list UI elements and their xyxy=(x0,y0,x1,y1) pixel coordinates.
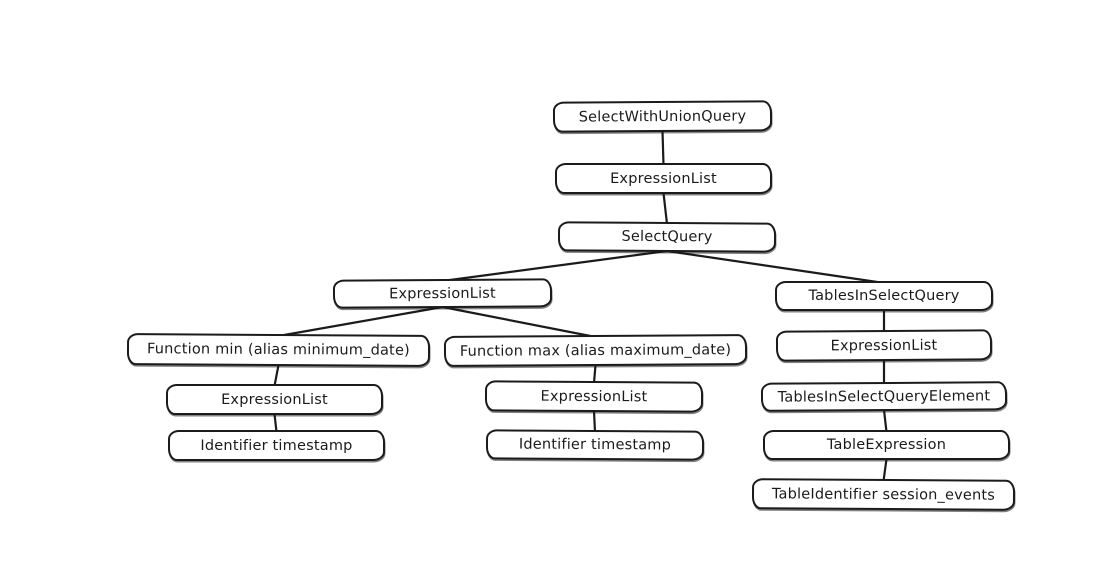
tree-node-label: ExpressionList xyxy=(610,170,717,187)
tree-node-label: SelectQuery xyxy=(621,228,713,246)
tree-node-label: Function max (alias maximum_date) xyxy=(459,341,732,360)
tree-node-n12: TablesInSelectQueryElement xyxy=(760,381,1008,412)
tree-edge-n7-n10 xyxy=(273,412,278,434)
tree-edge-n0-n1 xyxy=(661,129,665,167)
tree-node-label: ExpressionList xyxy=(830,337,938,354)
tree-node-label: Identifier timestamp xyxy=(200,437,353,454)
tree-node-label: Identifier timestamp xyxy=(518,436,672,454)
tree-node-n6: Function max (alias maximum_date) xyxy=(443,334,748,367)
tree-node-n7: ExpressionList xyxy=(166,384,383,415)
tree-edge-n3-n5 xyxy=(277,305,444,338)
tree-node-label: TablesInSelectQuery xyxy=(808,288,960,304)
tree-edge-n13-n14 xyxy=(882,457,888,483)
tree-edge-n2-n3 xyxy=(441,249,669,283)
tree-node-label: ExpressionList xyxy=(221,391,328,408)
tree-node-n5: Function min (alias minimum_date) xyxy=(126,333,431,367)
tree-edge-n5-n7 xyxy=(273,363,280,388)
tree-node-n2: SelectQuery xyxy=(557,221,777,253)
tree-node-label: ExpressionList xyxy=(389,285,496,302)
tree-node-n1: ExpressionList xyxy=(555,163,772,194)
tree-node-label: TableExpression xyxy=(826,437,947,453)
tree-node-n11: Identifier timestamp xyxy=(485,429,705,461)
tree-node-label: SelectWithUnionQuery xyxy=(578,107,747,126)
tree-node-n13: TableExpression xyxy=(763,430,1010,460)
tree-node-n10: Identifier timestamp xyxy=(168,430,385,461)
tree-node-label: TablesInSelectQueryElement xyxy=(777,387,991,406)
tree-node-label: Function min (alias minimum_date) xyxy=(147,341,410,359)
tree-node-n3: ExpressionList xyxy=(332,278,553,309)
tree-node-n14: TableIdentifier session_events xyxy=(751,478,1016,511)
tree-edge-n3-n6 xyxy=(441,305,597,339)
tree-edge-n8-n11 xyxy=(592,409,597,434)
tree-node-n0: SelectWithUnionQuery xyxy=(552,100,773,133)
tree-edge-n6-n8 xyxy=(592,363,597,385)
tree-node-label: TableIdentifier session_events xyxy=(771,485,996,504)
tree-node-n8: ExpressionList xyxy=(484,380,704,413)
tree-node-n9: ExpressionList xyxy=(775,329,993,362)
tree-node-n4: TablesInSelectQuery xyxy=(775,281,993,311)
tree-node-label: ExpressionList xyxy=(540,388,648,405)
tree-edge-n2-n4 xyxy=(665,249,886,285)
tree-edge-n12-n13 xyxy=(882,408,888,434)
tree-edge-n1-n2 xyxy=(662,191,669,226)
